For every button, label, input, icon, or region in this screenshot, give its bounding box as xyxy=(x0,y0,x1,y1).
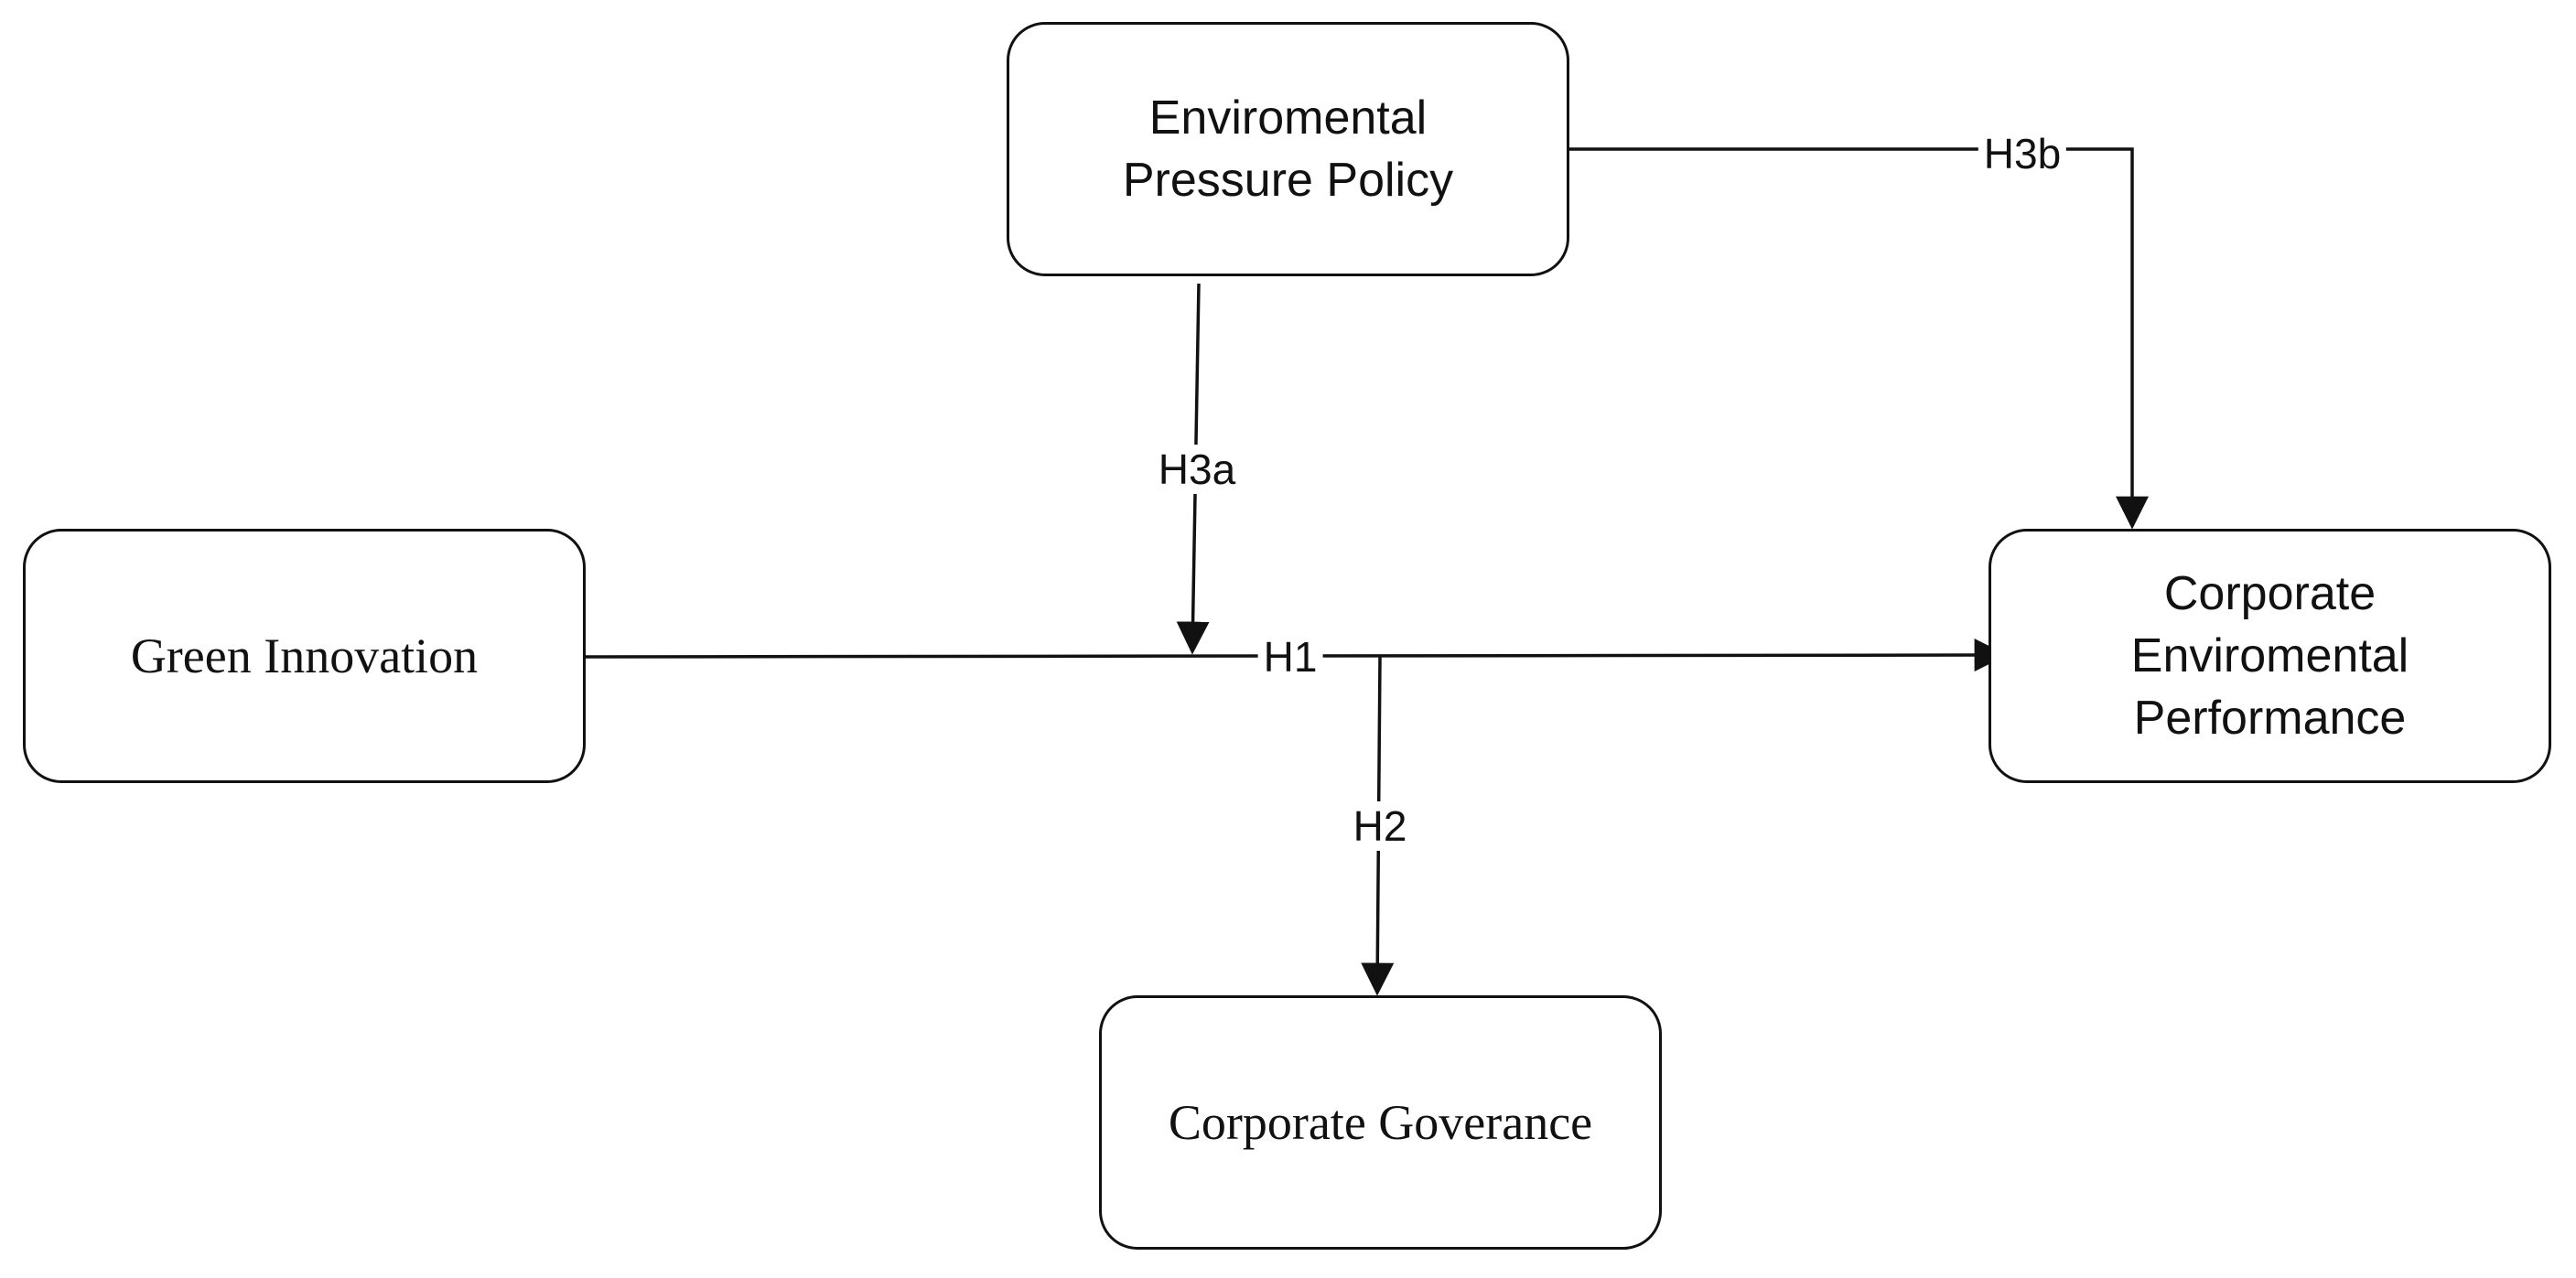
node-corporate-governance-label: Corporate Goverance xyxy=(1168,1095,1593,1150)
node-corporate-environmental-performance-label: Corporate Enviromental Performance xyxy=(2130,567,2409,745)
node-green-innovation-label: Green Innovation xyxy=(130,628,479,683)
edge-label-h2: H2 xyxy=(1347,801,1413,851)
edge-label-h1: H1 xyxy=(1257,632,1323,682)
node-corporate-governance: Corporate Goverance xyxy=(1099,995,1662,1250)
edge-label-h3b: H3b xyxy=(1978,129,2067,178)
edge-h3b-line xyxy=(1569,147,2149,530)
node-green-innovation: Green Innovation xyxy=(23,529,586,783)
node-environmental-pressure-policy-label: Enviromental Pressure Policy xyxy=(1122,91,1454,207)
edge-label-h3a: H3a xyxy=(1152,445,1242,494)
node-environmental-pressure-policy: Enviromental Pressure Policy xyxy=(1007,22,1569,276)
node-corporate-environmental-performance: Corporate Enviromental Performance xyxy=(1989,529,2551,783)
